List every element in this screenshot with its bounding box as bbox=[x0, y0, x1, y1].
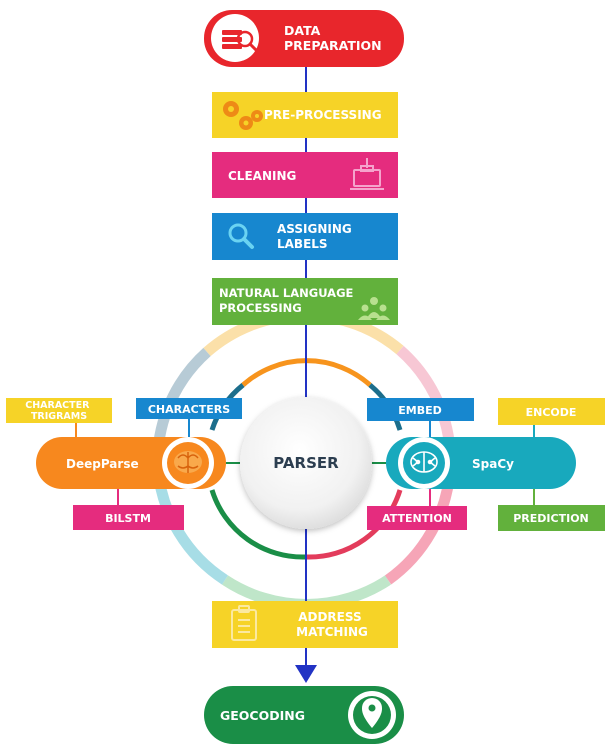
assigning-labels-label: ASSIGNING LABELS bbox=[277, 222, 356, 251]
step-address-matching: ADDRESS MATCHING bbox=[212, 601, 398, 648]
data-preparation-label: DATA PREPARATION bbox=[284, 23, 382, 53]
encode-label: ENCODE bbox=[526, 406, 577, 419]
gears-icon bbox=[223, 101, 263, 130]
step-natural-language-processing: NATURAL LANGUAGE PROCESSING bbox=[212, 278, 398, 325]
characters-box bbox=[136, 398, 242, 419]
assigning-labels-box bbox=[212, 213, 398, 260]
feature-bilstm: BILSTM bbox=[73, 505, 184, 530]
character-trigrams-box bbox=[6, 398, 112, 423]
search-icon bbox=[228, 223, 254, 249]
inner-ring-bottom-right-arc bbox=[305, 489, 403, 560]
connectors bbox=[75, 40, 535, 665]
prediction-label: PREDICTION bbox=[513, 512, 589, 525]
step-assigning-labels: ASSIGNING LABELS bbox=[212, 213, 398, 260]
neural-brain-icon bbox=[410, 451, 438, 473]
map-pin-icon bbox=[362, 698, 382, 728]
embed-box bbox=[367, 398, 474, 421]
inner-ring-bottom-left-arc bbox=[209, 489, 307, 560]
spacy-label: SpaCy bbox=[472, 457, 514, 471]
embed-label: EMBED bbox=[398, 404, 442, 417]
feature-encode: ENCODE bbox=[498, 398, 605, 425]
parser-hub-circle bbox=[240, 397, 372, 529]
attention-box bbox=[367, 506, 467, 530]
attention-label: ATTENTION bbox=[382, 512, 452, 525]
laptop-broom-icon bbox=[350, 158, 384, 190]
people-group-icon bbox=[358, 297, 390, 320]
step-data-preparation: DATA PREPARATION bbox=[204, 10, 404, 67]
prediction-box bbox=[498, 505, 605, 531]
characters-label: CHARACTERS bbox=[148, 403, 230, 416]
magnifier-over-database-icon bbox=[222, 30, 258, 52]
pre-processing-label: PRE-PROCESSING bbox=[264, 108, 382, 122]
feature-attention: ATTENTION bbox=[367, 506, 467, 530]
bilstm-box bbox=[73, 505, 184, 530]
bilstm-label: BILSTM bbox=[105, 512, 151, 525]
model-deepparse: DeepParse bbox=[36, 437, 226, 489]
pre-processing-box bbox=[212, 92, 398, 138]
feature-character-trigrams: CHARACTER TRIGRAMS bbox=[6, 398, 112, 423]
deepparse-label: DeepParse bbox=[66, 457, 139, 471]
geocoding-label: GEOCODING bbox=[220, 708, 305, 723]
feature-characters: CHARACTERS bbox=[136, 398, 242, 419]
address-matching-label: ADDRESS MATCHING bbox=[296, 610, 368, 639]
down-arrow-icon bbox=[295, 665, 317, 683]
checklist-clipboard-icon bbox=[231, 605, 257, 641]
cleaning-label: CLEANING bbox=[228, 169, 296, 183]
character-trigrams-label: CHARACTER TRIGRAMS bbox=[25, 400, 93, 422]
brain-icon bbox=[174, 451, 202, 473]
feature-embed: EMBED bbox=[367, 398, 474, 421]
step-geocoding: GEOCODING bbox=[204, 686, 404, 744]
encode-box bbox=[498, 398, 605, 425]
step-pre-processing: PRE-PROCESSING bbox=[212, 92, 398, 138]
feature-prediction: PREDICTION bbox=[498, 505, 605, 531]
nlp-label: NATURAL LANGUAGE PROCESSING bbox=[219, 286, 357, 315]
parser-hub: PARSER bbox=[240, 397, 372, 529]
parser-label: PARSER bbox=[273, 454, 339, 472]
step-cleaning: CLEANING bbox=[212, 152, 398, 198]
model-spacy: SpaCy bbox=[386, 437, 576, 489]
